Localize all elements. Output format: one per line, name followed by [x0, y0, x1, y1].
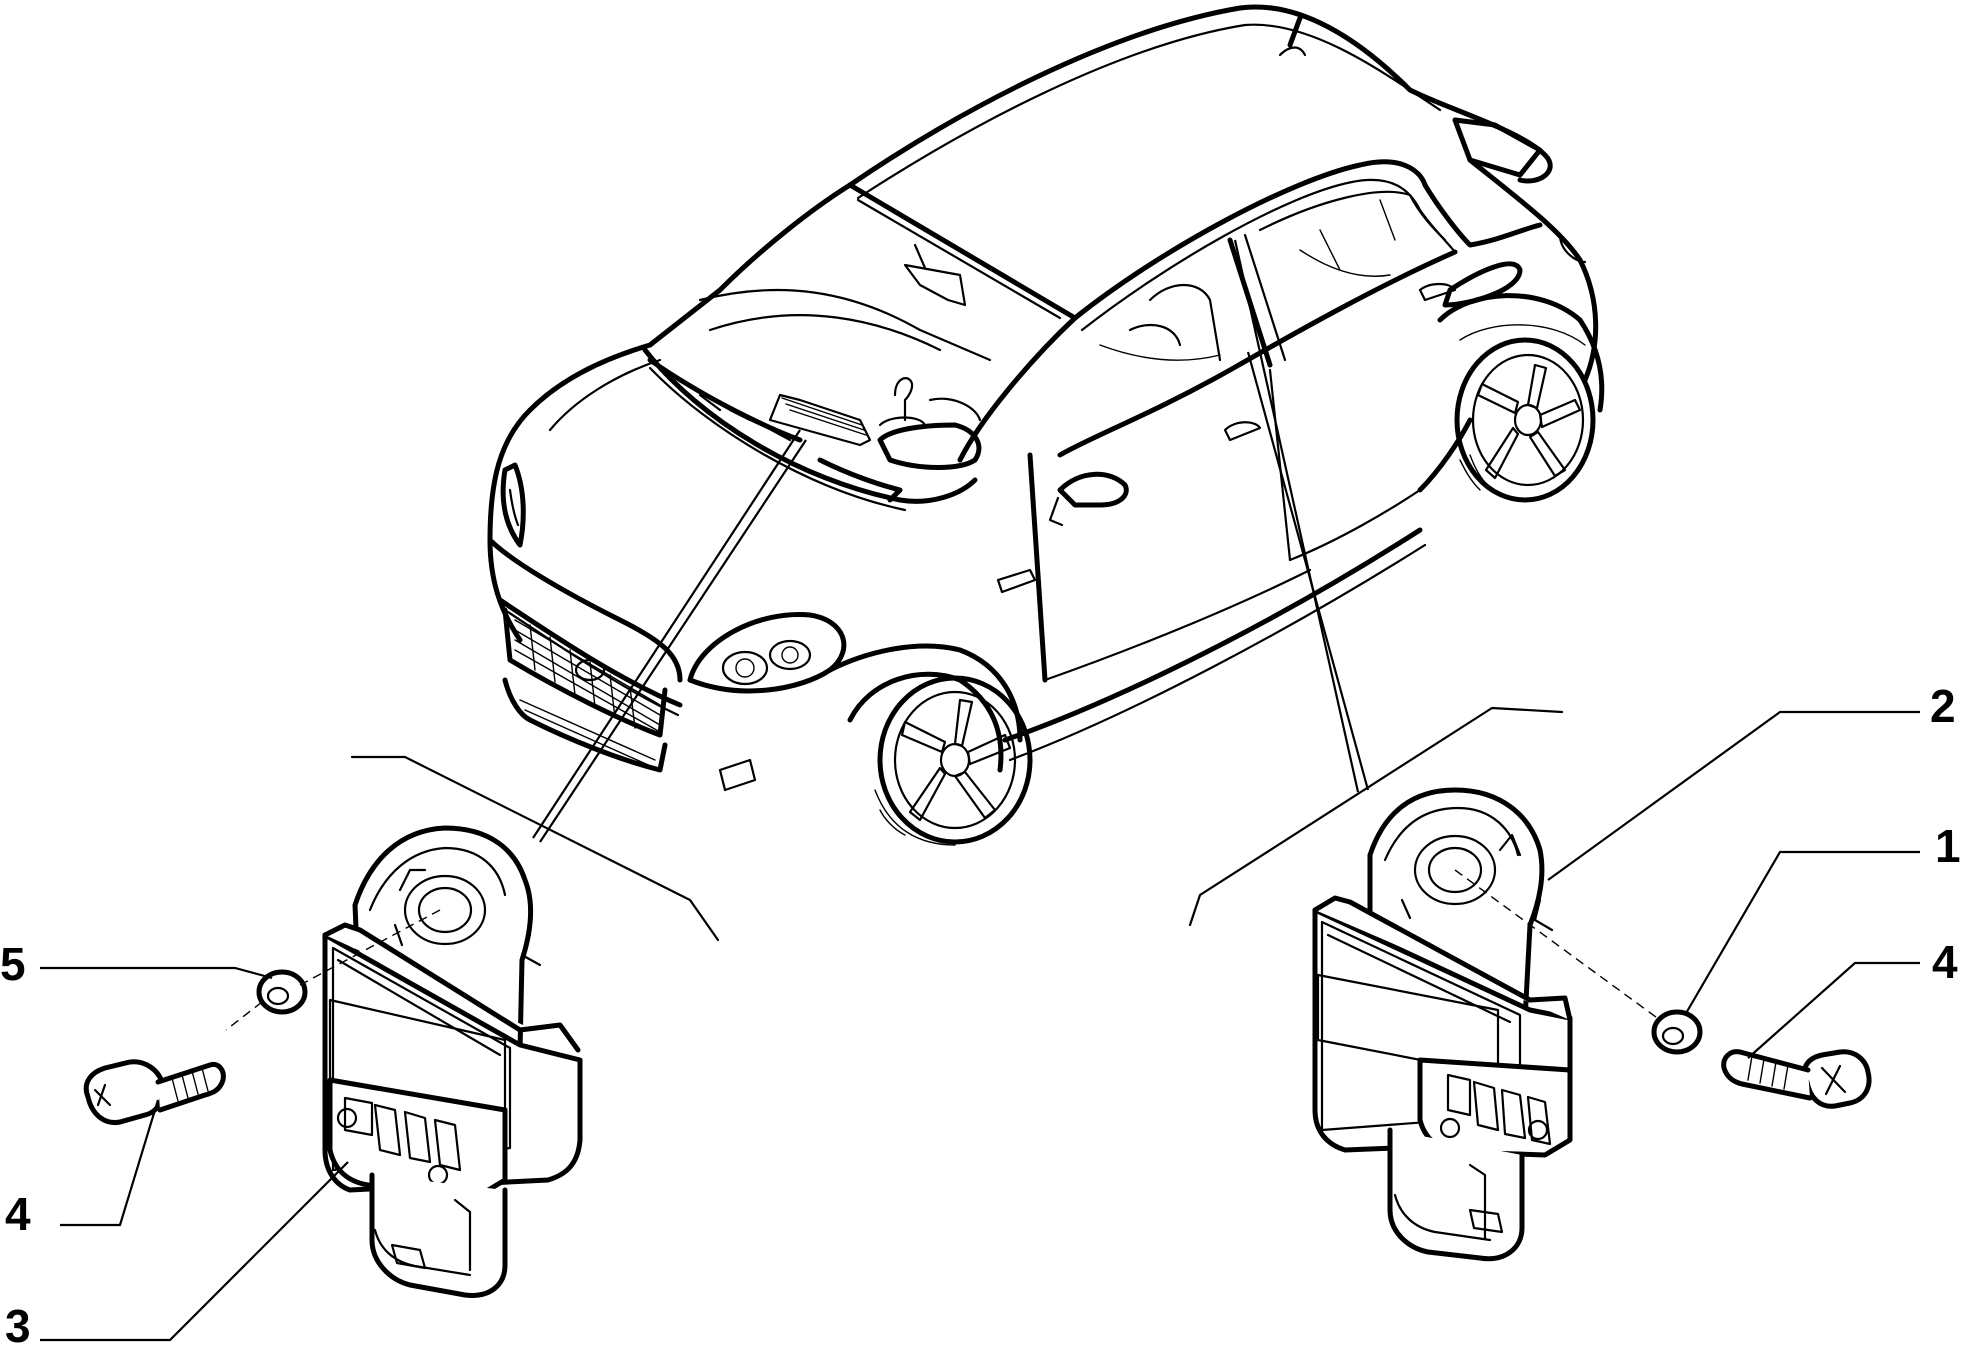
impact-sensor-right — [1312, 787, 1872, 1262]
callout-2: 2 — [1930, 680, 1956, 732]
car-illustration — [487, 4, 1605, 846]
impact-sensor-left — [83, 825, 583, 1298]
washer-left — [256, 969, 308, 1015]
callout-leaders — [40, 710, 1920, 1342]
rear-wheel — [1437, 293, 1605, 503]
bolt-right — [1721, 1049, 1872, 1109]
front-wheel — [874, 675, 1033, 846]
callout-5: 5 — [0, 938, 26, 990]
location-leader-lines — [350, 239, 1564, 942]
callout-4-right: 4 — [1932, 936, 1958, 988]
callout-3: 3 — [5, 1300, 31, 1346]
washer-right — [1651, 1009, 1703, 1055]
callout-4-left: 4 — [5, 1188, 31, 1240]
callout-1: 1 — [1935, 820, 1961, 872]
bolt-left — [83, 1059, 226, 1126]
callout-labels: 2 1 4 5 4 3 — [0, 680, 1961, 1346]
